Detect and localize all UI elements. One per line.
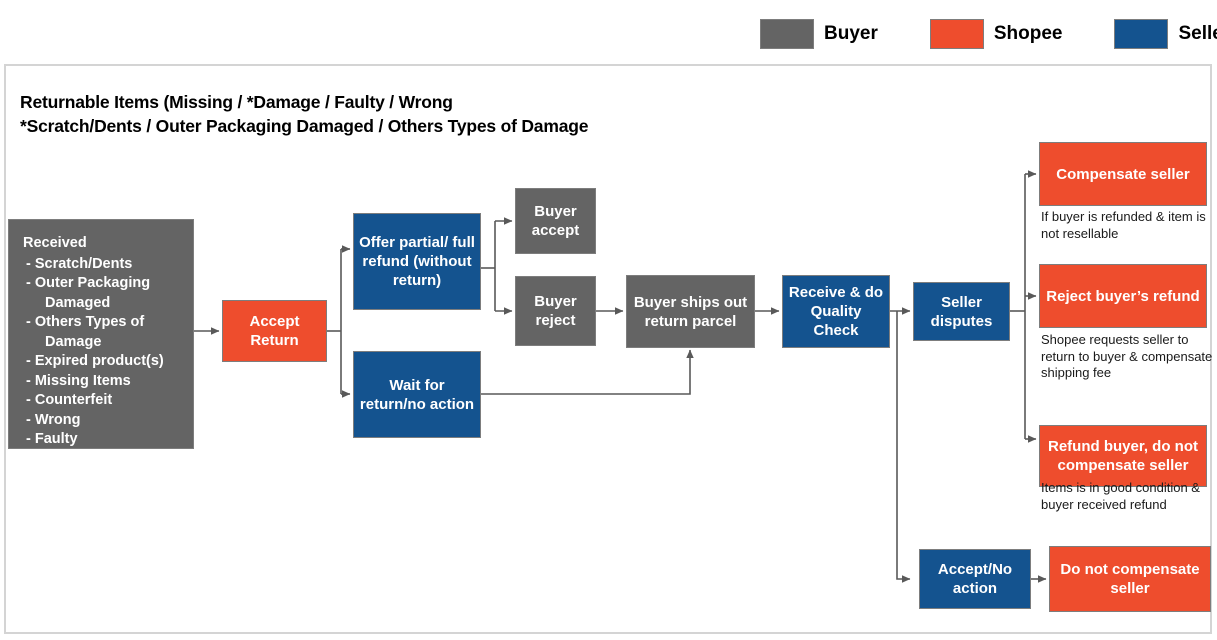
node-ships-parcel[interactable]: Buyer ships out return parcel (626, 275, 755, 348)
node-reject-refund[interactable]: Reject buyer’s refund (1039, 264, 1207, 328)
node-seller-disputes[interactable]: Seller disputes (913, 282, 1010, 341)
caption-refund-no-compensate: Items is in good condition & buyer recei… (1041, 480, 1200, 512)
node-received-item-3: - Expired product(s) (26, 353, 164, 369)
legend-item-seller: Seller (1114, 19, 1217, 49)
panel-title: Returnable Items (Missing / *Damage / Fa… (20, 90, 880, 138)
node-received-item-0: - Scratch/Dents (26, 255, 133, 272)
legend-label-buyer: Buyer (824, 23, 878, 44)
caption-reject-refund: Shopee requests seller to return to buye… (1041, 332, 1213, 380)
node-received-item-6: - Wrong (26, 411, 81, 428)
diagram-panel: Returnable Items (Missing / *Damage / Fa… (4, 64, 1212, 634)
legend-item-buyer: Buyer (760, 19, 878, 49)
node-received[interactable]: Received - Scratch/Dents - Outer Packagi… (8, 219, 194, 449)
legend: Buyer Shopee Seller (760, 14, 1217, 54)
legend-swatch-seller (1114, 19, 1169, 49)
legend-item-shopee: Shopee (929, 19, 1063, 49)
node-accept-no-action[interactable]: Accept/No action (919, 549, 1031, 609)
node-wait-return[interactable]: Wait for return/no action (353, 351, 481, 438)
node-received-item-7: - Faulty (26, 431, 78, 447)
legend-swatch-shopee (929, 19, 984, 49)
node-received-item-4: - Missing Items (26, 372, 131, 389)
legend-label-shopee: Shopee (993, 23, 1063, 44)
legend-swatch-buyer (760, 19, 814, 49)
panel-title-line2: *Scratch/Dents / Outer Packaging Damaged… (20, 116, 589, 136)
panel-title-line1: Returnable Items (Missing / *Damage / Fa… (20, 92, 453, 112)
node-received-item-2: - Others Types of Damage (26, 314, 145, 350)
node-offer-refund[interactable]: Offer partial/ full refund (without retu… (353, 213, 481, 310)
node-buyer-accept[interactable]: Buyer accept (515, 188, 596, 254)
node-received-heading: Received (23, 235, 87, 251)
node-do-not-compensate[interactable]: Do not compensate seller (1049, 546, 1211, 612)
node-quality-check[interactable]: Receive & do Quality Check (782, 275, 890, 348)
node-buyer-reject[interactable]: Buyer reject (515, 276, 596, 346)
node-compensate-seller[interactable]: Compensate seller (1039, 142, 1207, 206)
node-received-item-1: - Outer Packaging Damaged (26, 275, 151, 311)
node-received-item-5: - Counterfeit (26, 392, 113, 408)
caption-compensate-seller: If buyer is refunded & item is not resel… (1041, 209, 1206, 241)
legend-label-seller: Seller (1178, 23, 1217, 44)
node-accept-return[interactable]: Accept Return (222, 300, 327, 362)
node-refund-no-compensate[interactable]: Refund buyer, do not compensate seller (1039, 425, 1207, 487)
